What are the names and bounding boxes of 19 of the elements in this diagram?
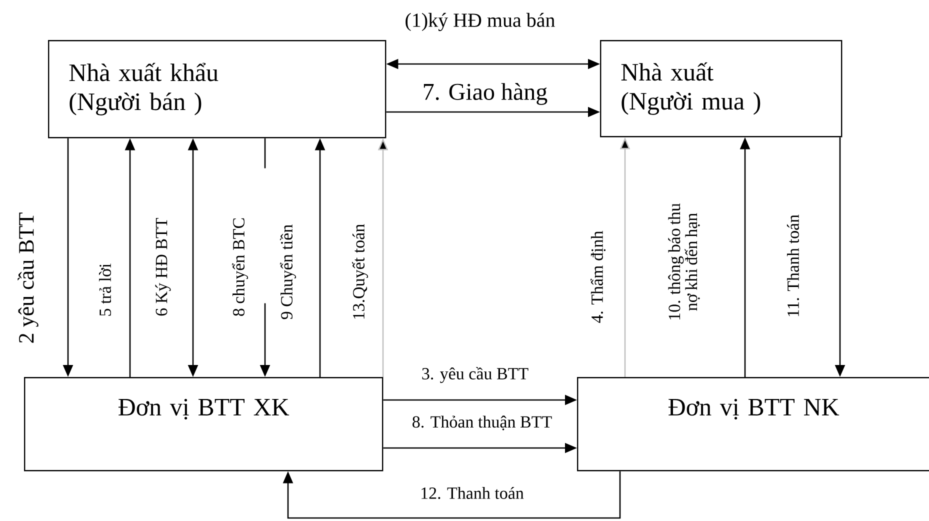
edge-label: 8 chuyển BTC [232,218,248,316]
process-box: Đơn vị BTT NK [577,377,929,472]
edge-label: (1)ký HĐ mua bán [406,12,555,32]
edge-label: 10. thông báo thu nợ khi đến hạn [668,203,700,320]
edge-label: 11. Thanh toán [786,214,800,316]
process-box: Nhà xuất (Người mua ) [600,40,842,138]
edge-label: 4. Thẩm định [590,230,606,323]
edge-label: 13.Quyết toán [352,224,368,319]
arrow [282,471,621,519]
edge-label: 6 Ký HĐ BTT [155,218,171,316]
edge-label: 12. Thanh toán [422,486,524,500]
edge-label: 5 trả lời [99,264,111,316]
edge-label: 2 yêu cầu BTT [18,212,38,343]
edge-label: 7. Giao hàng [424,83,548,105]
process-box: Đơn vị BTT XK [24,377,384,472]
edge-label: 9 Chuyển tiền [280,224,296,320]
process-box: Nhà xuất khẩu (Người bán ) [48,40,386,138]
edge-label: 3. yêu cầu BTT [422,367,528,383]
edge-label: 8. Thỏan thuận BTT [412,416,552,430]
